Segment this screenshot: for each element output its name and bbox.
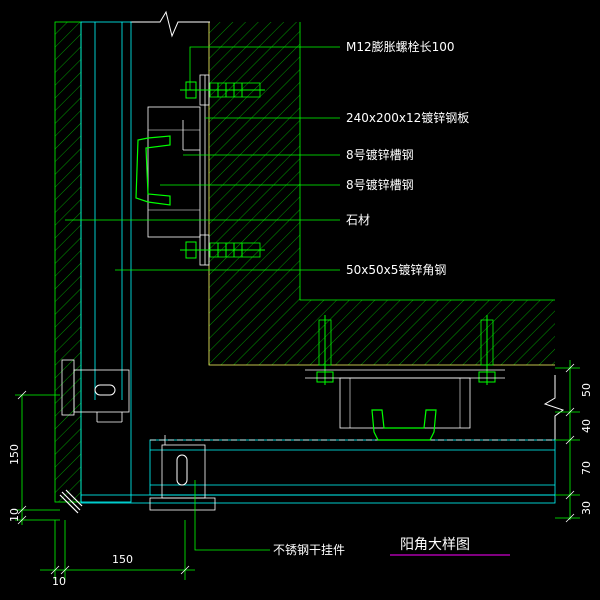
expansion-bolt-4: [478, 315, 496, 385]
break-mark-right: [543, 375, 565, 440]
dimension-bottom: [40, 520, 195, 580]
label-bolt: M12膨胀螺栓长100: [346, 39, 455, 54]
label-hanger: 不锈钢干挂件: [273, 543, 345, 557]
label-stone: 石材: [346, 213, 370, 227]
stainless-hanger-left: [61, 359, 130, 423]
stone-panel-left: [80, 21, 132, 503]
stainless-hanger-bottom: [149, 435, 216, 511]
dim-bottom-150: 150: [112, 553, 133, 566]
dim-right-70: 70: [580, 461, 593, 475]
channel-steel-lower: [305, 369, 505, 441]
dimension-left: [15, 390, 60, 525]
label-channel-b: 8号镀锌槽钢: [346, 178, 414, 192]
drawing-title: 阳角大样图: [400, 537, 470, 553]
dim-left-10: 10: [8, 508, 21, 522]
stone-panel-bottom: [80, 439, 556, 504]
concrete-wall-left: [54, 21, 82, 503]
dim-right-40: 40: [580, 419, 593, 433]
dim-bottom-10: 10: [52, 575, 66, 588]
dim-right-50: 50: [580, 383, 593, 397]
expansion-bolt-2: [180, 241, 265, 259]
steel-plate-upper: [199, 74, 210, 266]
break-mark-top: [130, 10, 210, 38]
dimension-right: [555, 360, 580, 523]
label-channel-a: 8号镀锌槽钢: [346, 148, 414, 162]
dim-right-30: 30: [580, 501, 593, 515]
dim-left-150: 150: [8, 444, 21, 465]
leader-lines: [65, 46, 340, 551]
concrete-wall-right: [208, 22, 555, 366]
channel-steel-upper: [135, 106, 201, 238]
label-plate: 240x200x12镀锌钢板: [346, 111, 469, 125]
label-angle: 50x50x5镀锌角钢: [346, 263, 446, 277]
expansion-bolt-3: [316, 315, 334, 385]
expansion-bolt-1: [180, 81, 265, 99]
corner-joint: [59, 489, 83, 514]
